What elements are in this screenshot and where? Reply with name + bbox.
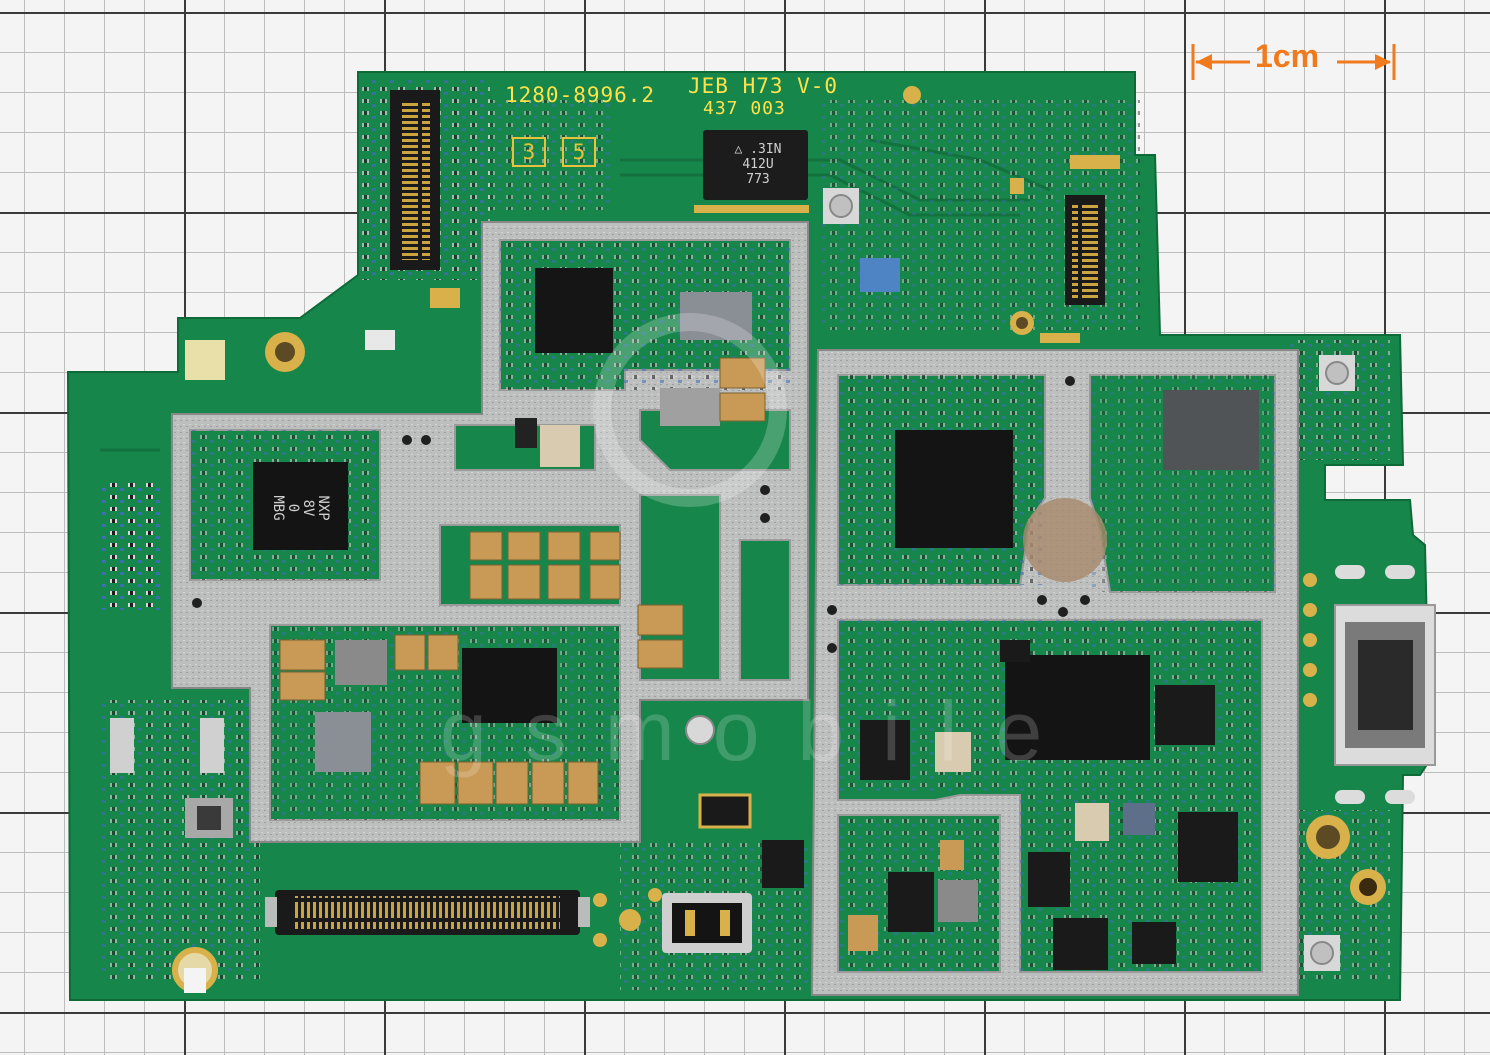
code-label: 437 003 — [703, 98, 786, 119]
part-number-label: 1280-8996.2 — [505, 83, 656, 107]
top-chip-line1: △ .3IN — [734, 142, 782, 157]
watermark-text: gsmobile — [440, 684, 1080, 778]
box-label-5: 5 — [562, 137, 596, 167]
scale-bar-label: 1cm — [1255, 38, 1320, 74]
top-chip-marking: △ .3IN 412U 773 — [718, 142, 798, 187]
nxp-chip-line1: NXP — [315, 495, 331, 521]
nxp-chip-line3: 0 — [285, 503, 301, 513]
nxp-chip-line4: MBG — [270, 495, 286, 521]
box-label-3: 3 — [512, 137, 546, 167]
top-chip-line2: 412U — [742, 157, 774, 172]
top-chip-line3: 773 — [746, 172, 770, 187]
revision-label: JEB H73 V-0 — [688, 74, 839, 98]
nxp-chip-line2: 8V — [300, 499, 316, 517]
nxp-chip-marking: NXP 8V 0 MBG — [270, 466, 331, 550]
